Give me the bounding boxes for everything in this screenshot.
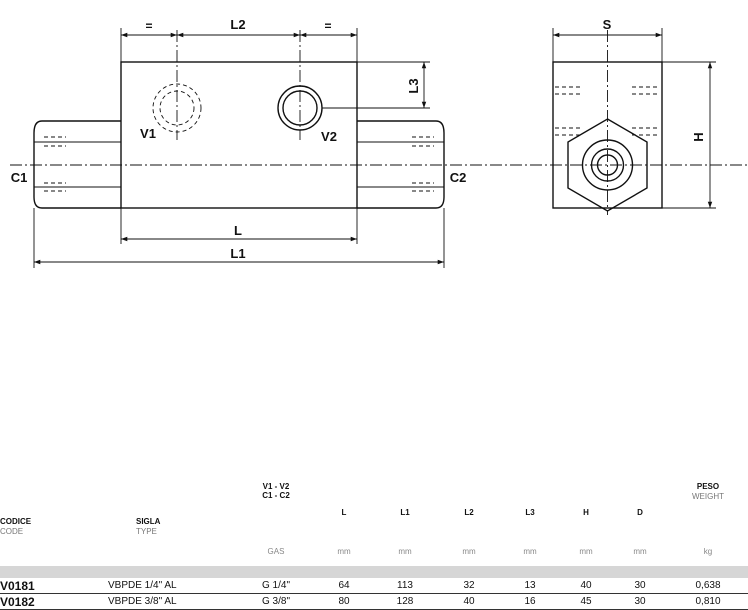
cell-l: 80 (316, 593, 372, 610)
unit-l: mm (337, 546, 351, 556)
unit-l3: mm (523, 546, 537, 556)
label-l3: L3 (406, 78, 421, 93)
label-s: S (603, 17, 612, 32)
header-l3: L3 (525, 507, 535, 517)
table-row: V0181 VBPDE 1/4" AL G 1/4" 64 113 32 13 … (0, 578, 748, 594)
cell-l3: 16 (500, 593, 560, 610)
cell-l1: 113 (372, 578, 438, 594)
cell-gas: G 3/8" (236, 593, 316, 610)
cell-l2: 40 (438, 593, 500, 610)
label-v1: V1 (140, 126, 156, 141)
label-c2: C2 (450, 170, 467, 185)
cell-l: 64 (316, 578, 372, 594)
label-v2: V2 (321, 129, 337, 144)
valve-body (120, 61, 358, 209)
cell-weight: 0,810 (668, 593, 748, 610)
unit-h: mm (579, 546, 593, 556)
label-c1: C1 (11, 170, 28, 185)
unit-weight: kg (703, 546, 713, 556)
side-view: S H (552, 17, 716, 215)
unit-l2: mm (462, 546, 476, 556)
label-eq-left: = (145, 19, 152, 33)
front-view: = L2 = L3 V1 V2 C1 C2 L L1 (10, 17, 748, 268)
cell-code: V0181 (0, 578, 108, 594)
units-row: GAS mm mm mm mm mm mm kg (0, 536, 748, 566)
header-l1: L1 (400, 507, 410, 517)
unit-ports: GAS (267, 546, 285, 556)
right-fitting (357, 120, 445, 209)
cell-d: 30 (612, 593, 668, 610)
header-l2: L2 (464, 507, 474, 517)
label-eq-right: = (324, 19, 331, 33)
cell-weight: 0,638 (668, 578, 748, 594)
cell-d: 30 (612, 578, 668, 594)
header-l: L (341, 507, 347, 517)
label-l1: L1 (230, 246, 245, 261)
table-band (0, 566, 748, 578)
cell-l2: 32 (438, 578, 500, 594)
header-h: H (583, 507, 589, 517)
unit-d: mm (633, 546, 647, 556)
header-d: D (637, 507, 643, 517)
cell-type: VBPDE 1/4" AL (108, 578, 236, 594)
cell-l3: 13 (500, 578, 560, 594)
left-fitting (33, 120, 121, 209)
cell-h: 45 (560, 593, 612, 610)
label-l2: L2 (230, 17, 245, 32)
unit-l1: mm (398, 546, 412, 556)
cell-h: 40 (560, 578, 612, 594)
technical-drawing: = L2 = L3 V1 V2 C1 C2 L L1 (10, 17, 748, 268)
cell-gas: G 1/4" (236, 578, 316, 594)
table-row: V0182 VBPDE 3/8" AL G 3/8" 80 128 40 16 … (0, 593, 748, 610)
cell-l1: 128 (372, 593, 438, 610)
cell-code: V0182 (0, 593, 108, 610)
cell-type: VBPDE 3/8" AL (108, 593, 236, 610)
label-h: H (691, 132, 706, 141)
label-l: L (234, 223, 242, 238)
